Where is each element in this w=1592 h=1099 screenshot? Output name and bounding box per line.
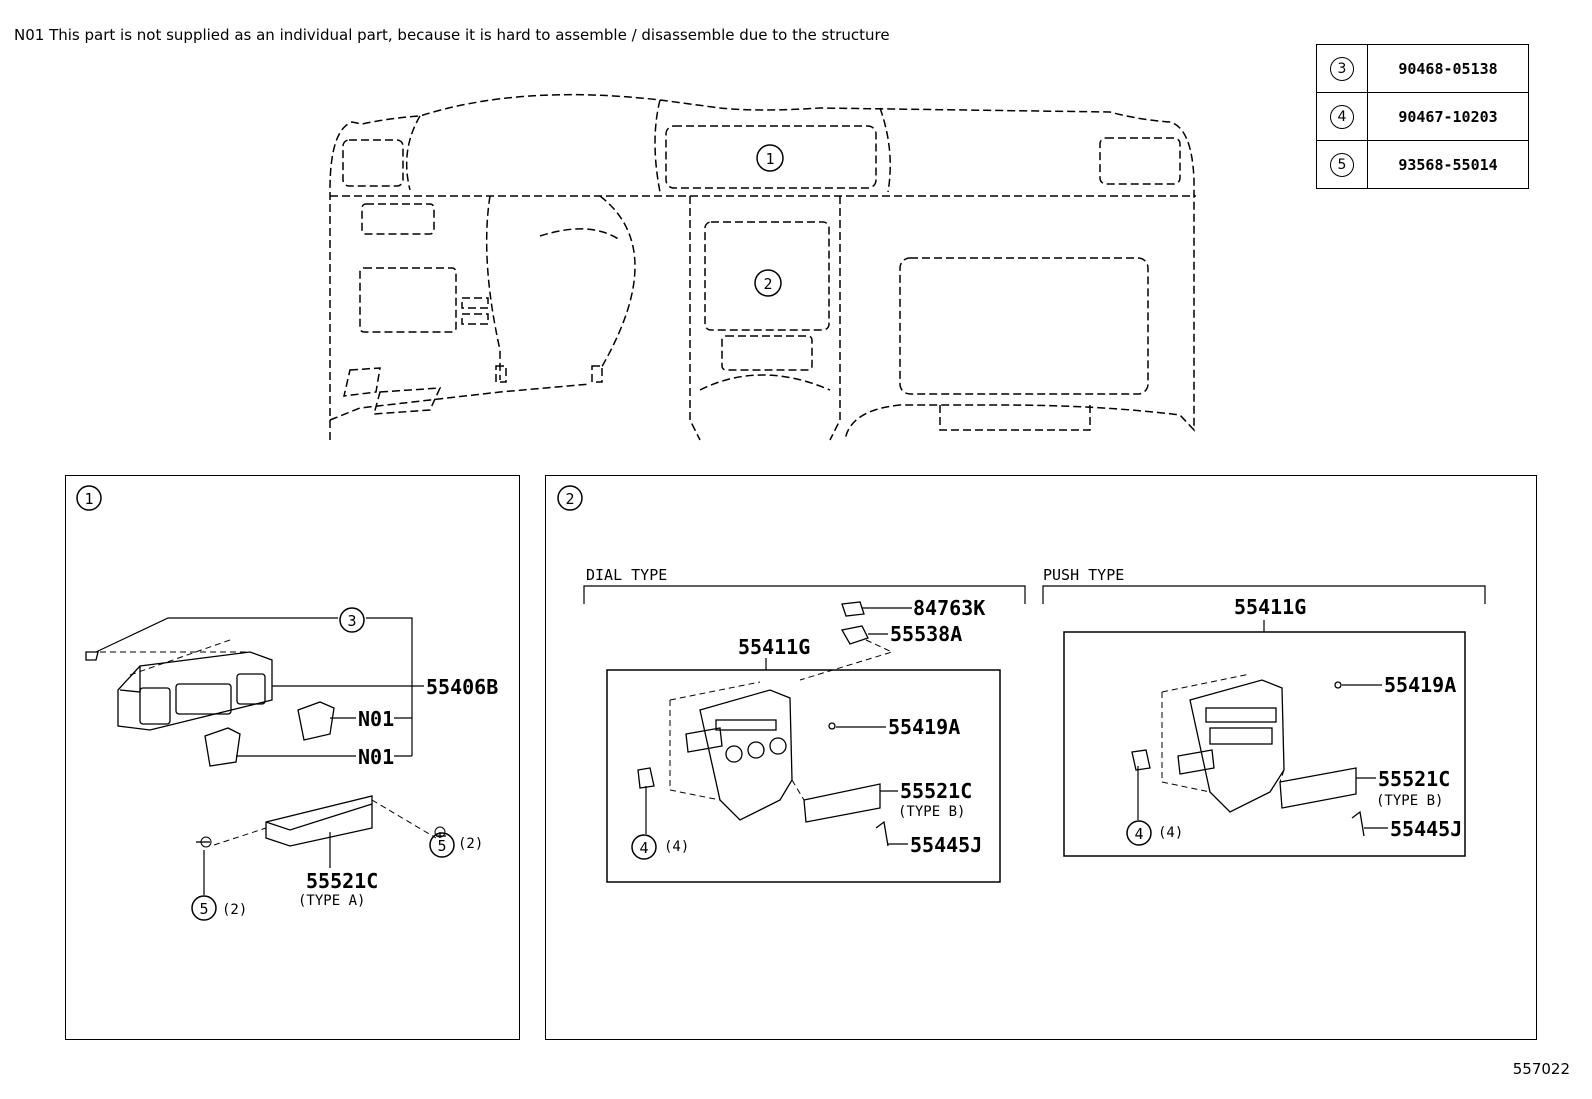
part-55419A: 55419A xyxy=(1384,673,1456,697)
quantity-label: (4) xyxy=(664,839,689,855)
part-55538A: 55538A xyxy=(890,622,962,646)
part-55445J: 55445J xyxy=(1390,817,1462,841)
part-N01: N01 xyxy=(358,707,394,731)
part-55445J: 55445J xyxy=(910,833,982,857)
quantity-label: (4) xyxy=(1158,825,1183,841)
push-type-heading: PUSH TYPE xyxy=(1043,566,1124,584)
panel1-callout: 1 xyxy=(84,490,93,508)
callout-5: 5 xyxy=(1330,152,1354,177)
detail-panel-1 xyxy=(65,475,520,1040)
type-label: (TYPE B) xyxy=(898,804,965,820)
part-55411G: 55411G xyxy=(1234,595,1306,619)
detail-panel-2 xyxy=(545,475,1537,1040)
callout-5: 5 xyxy=(199,900,208,918)
overview-callout-2: 2 xyxy=(763,275,772,293)
quantity-label: (2) xyxy=(458,836,483,852)
dial-type-heading: DIAL TYPE xyxy=(586,566,667,584)
part-55521C: 55521C xyxy=(306,869,378,893)
dial-type-box xyxy=(606,669,1001,883)
type-label: (TYPE B) xyxy=(1376,793,1443,809)
callout-circle xyxy=(756,144,784,172)
fastener-reference-table: 3 90468-05138 4 90467-10203 5 93568-5501… xyxy=(1316,44,1529,189)
table-row: 3 90468-05138 xyxy=(1316,44,1529,93)
part-55411G: 55411G xyxy=(738,635,810,659)
quantity-label: (2) xyxy=(222,902,247,918)
callout-circle xyxy=(754,269,782,297)
part-55406B: 55406B xyxy=(426,675,498,699)
callout-4: 4 xyxy=(639,839,648,857)
callout-5: 5 xyxy=(437,837,446,855)
callout-3: 3 xyxy=(1330,56,1354,81)
part-55521C: 55521C xyxy=(900,779,972,803)
panel2-callout: 2 xyxy=(565,490,574,508)
figure-id: 557022 xyxy=(1512,1060,1570,1078)
type-label: (TYPE A) xyxy=(298,893,365,909)
table-row: 4 90467-10203 xyxy=(1316,92,1529,141)
parts-note: N01 This part is not supplied as an indi… xyxy=(14,26,890,44)
part-84763K: 84763K xyxy=(913,596,985,620)
part-N01: N01 xyxy=(358,745,394,769)
callout-4: 4 xyxy=(1330,104,1354,129)
part-number: 93568-55014 xyxy=(1367,140,1529,189)
part-number: 90468-05138 xyxy=(1367,44,1529,93)
part-55419A: 55419A xyxy=(888,715,960,739)
callout-3: 3 xyxy=(347,612,356,630)
part-55521C: 55521C xyxy=(1378,767,1450,791)
overview-callout-1: 1 xyxy=(765,150,774,168)
table-row: 5 93568-55014 xyxy=(1316,140,1529,189)
callout-4: 4 xyxy=(1134,825,1143,843)
part-number: 90467-10203 xyxy=(1367,92,1529,141)
